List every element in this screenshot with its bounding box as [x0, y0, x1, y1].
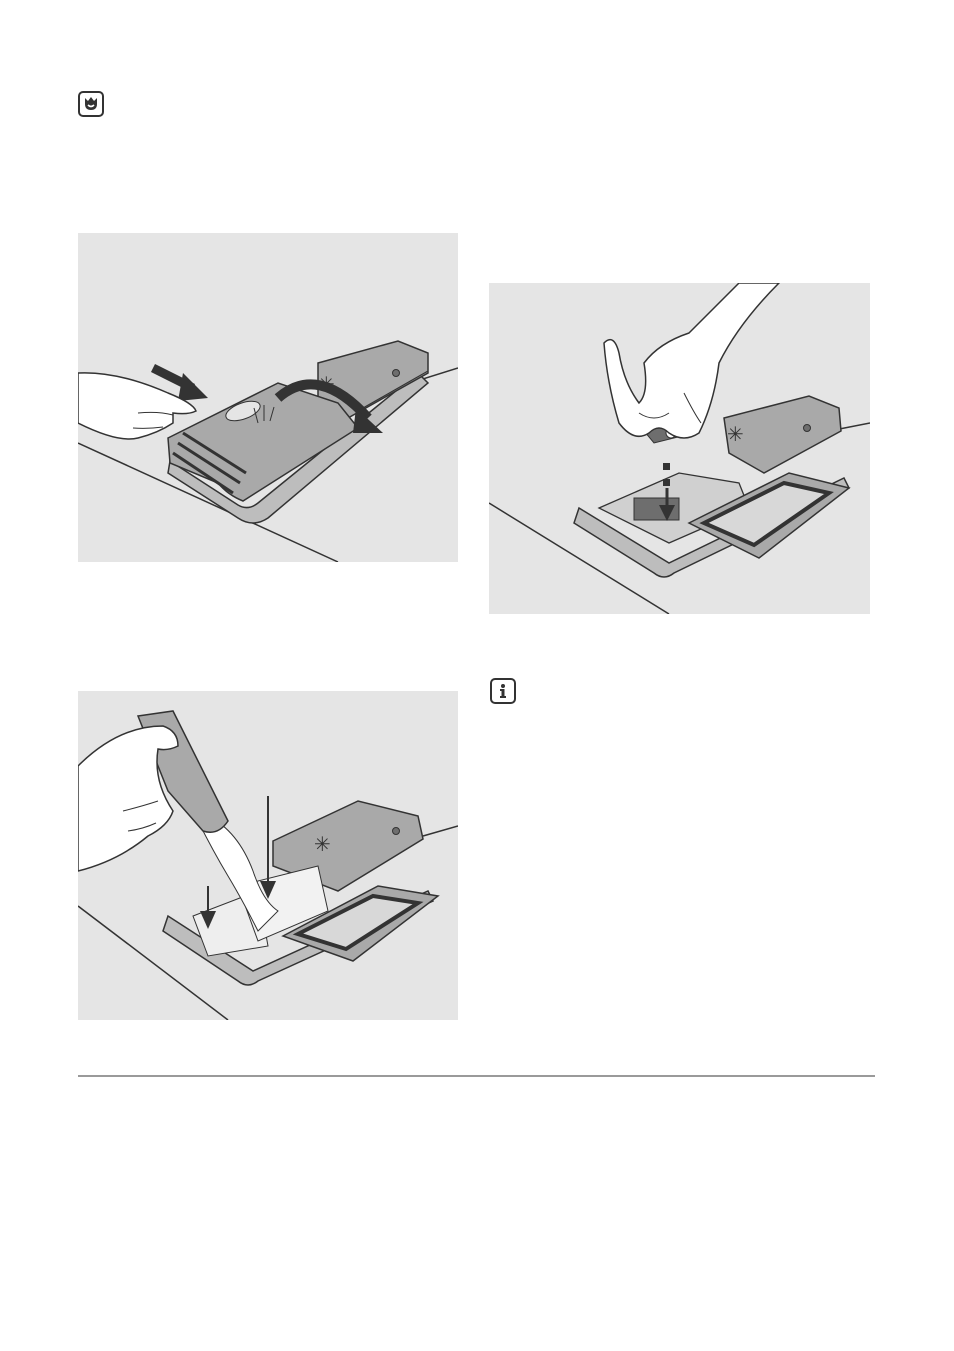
illustration-insert-detergent-tablet: ✳ — [489, 283, 870, 614]
svg-text:✳: ✳ — [314, 832, 331, 856]
svg-text:✳: ✳ — [727, 422, 744, 446]
illustration-pour-detergent-powder: ✳ — [78, 691, 458, 1020]
info-icon — [490, 678, 516, 704]
illustration-press-lid-latch: ✳ — [78, 233, 458, 562]
section-divider — [78, 1075, 875, 1077]
eco-flower-icon — [78, 91, 104, 117]
